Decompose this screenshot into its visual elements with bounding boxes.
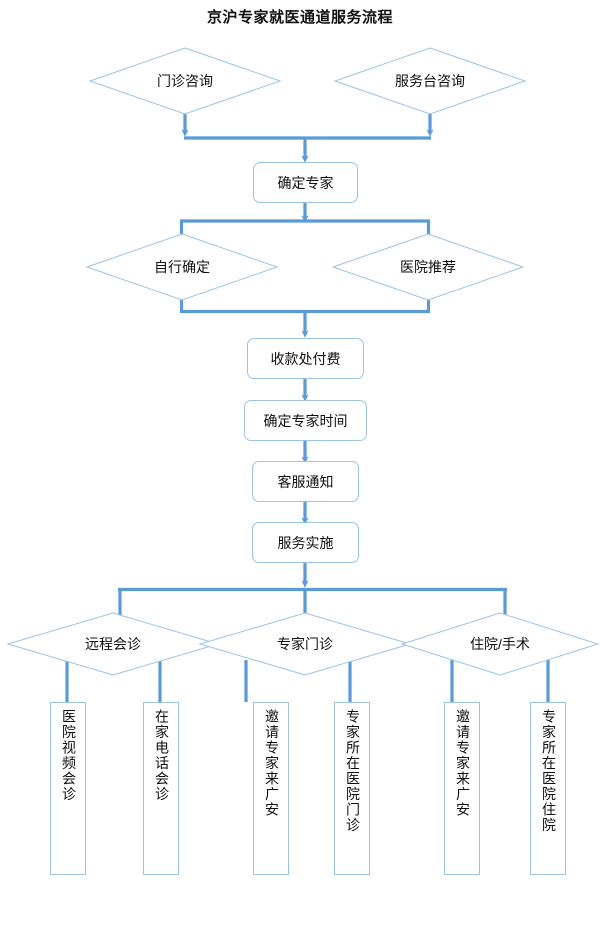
process-customer-service-notice[interactable]: 客服通知 bbox=[252, 461, 359, 502]
terminal-label: 邀请专家来广安 bbox=[263, 709, 280, 818]
terminal-expert-hospital-inpatient[interactable]: 专家所在医院住院 bbox=[530, 702, 566, 875]
diamond-remote-consultation[interactable]: 远程会诊 bbox=[8, 613, 218, 675]
diamond-shape-self-select bbox=[85, 233, 279, 301]
diamond-label: 服务台咨询 bbox=[395, 73, 465, 89]
diamond-shape-outpatient bbox=[88, 47, 282, 115]
diamond-shape-hospital-recommend bbox=[331, 233, 525, 301]
page-title: 京沪专家就医通道服务流程 bbox=[206, 9, 393, 26]
terminal-label: 专家所在医院住院 bbox=[540, 709, 557, 833]
diamond-label: 住院/手术 bbox=[470, 636, 530, 652]
diamond-label: 远程会诊 bbox=[85, 636, 141, 652]
diamond-outpatient-consult[interactable]: 门诊咨询 bbox=[90, 48, 280, 114]
diamond-service-desk-consult[interactable]: 服务台咨询 bbox=[335, 48, 525, 114]
diamond-label: 医院推荐 bbox=[400, 259, 456, 275]
diamond-shape-inpatient bbox=[400, 612, 600, 676]
diamond-label: 自行确定 bbox=[154, 259, 210, 275]
diamond-inpatient-surgery[interactable]: 住院/手术 bbox=[402, 613, 598, 675]
diamond-expert-clinic[interactable]: 专家门诊 bbox=[200, 613, 410, 675]
diamond-label: 门诊咨询 bbox=[157, 73, 213, 89]
diamond-shape-clinic bbox=[198, 612, 412, 676]
diamond-shape-servicedesk bbox=[333, 47, 527, 115]
terminal-home-phone-consult[interactable]: 在家电话会诊 bbox=[143, 702, 179, 875]
process-label: 确定专家时间 bbox=[263, 412, 348, 429]
process-label: 确定专家 bbox=[277, 174, 334, 191]
diamond-label: 专家门诊 bbox=[277, 636, 333, 652]
terminal-expert-hospital-clinic[interactable]: 专家所在医院门诊 bbox=[334, 702, 370, 875]
terminal-label: 医院视频会诊 bbox=[60, 709, 77, 802]
terminal-invite-expert-guangan-clinic[interactable]: 邀请专家来广安 bbox=[253, 702, 289, 875]
process-label: 服务实施 bbox=[277, 534, 334, 551]
terminal-hospital-video-consult[interactable]: 医院视频会诊 bbox=[50, 702, 86, 875]
process-label: 收款处付费 bbox=[270, 350, 341, 367]
terminal-label: 在家电话会诊 bbox=[153, 709, 170, 802]
diamond-hospital-recommend[interactable]: 医院推荐 bbox=[333, 234, 523, 300]
process-confirm-expert[interactable]: 确定专家 bbox=[253, 162, 358, 203]
process-label: 客服通知 bbox=[277, 473, 334, 490]
diamond-self-select[interactable]: 自行确定 bbox=[87, 234, 277, 300]
process-confirm-expert-time[interactable]: 确定专家时间 bbox=[244, 400, 367, 441]
terminal-invite-expert-guangan-inpatient[interactable]: 邀请专家来广安 bbox=[444, 702, 480, 875]
diamond-shape-remote bbox=[6, 612, 220, 676]
process-cashier-payment[interactable]: 收款处付费 bbox=[247, 338, 364, 379]
terminal-label: 专家所在医院门诊 bbox=[344, 709, 361, 833]
terminal-label: 邀请专家来广安 bbox=[454, 709, 471, 818]
process-service-delivery[interactable]: 服务实施 bbox=[252, 522, 359, 563]
